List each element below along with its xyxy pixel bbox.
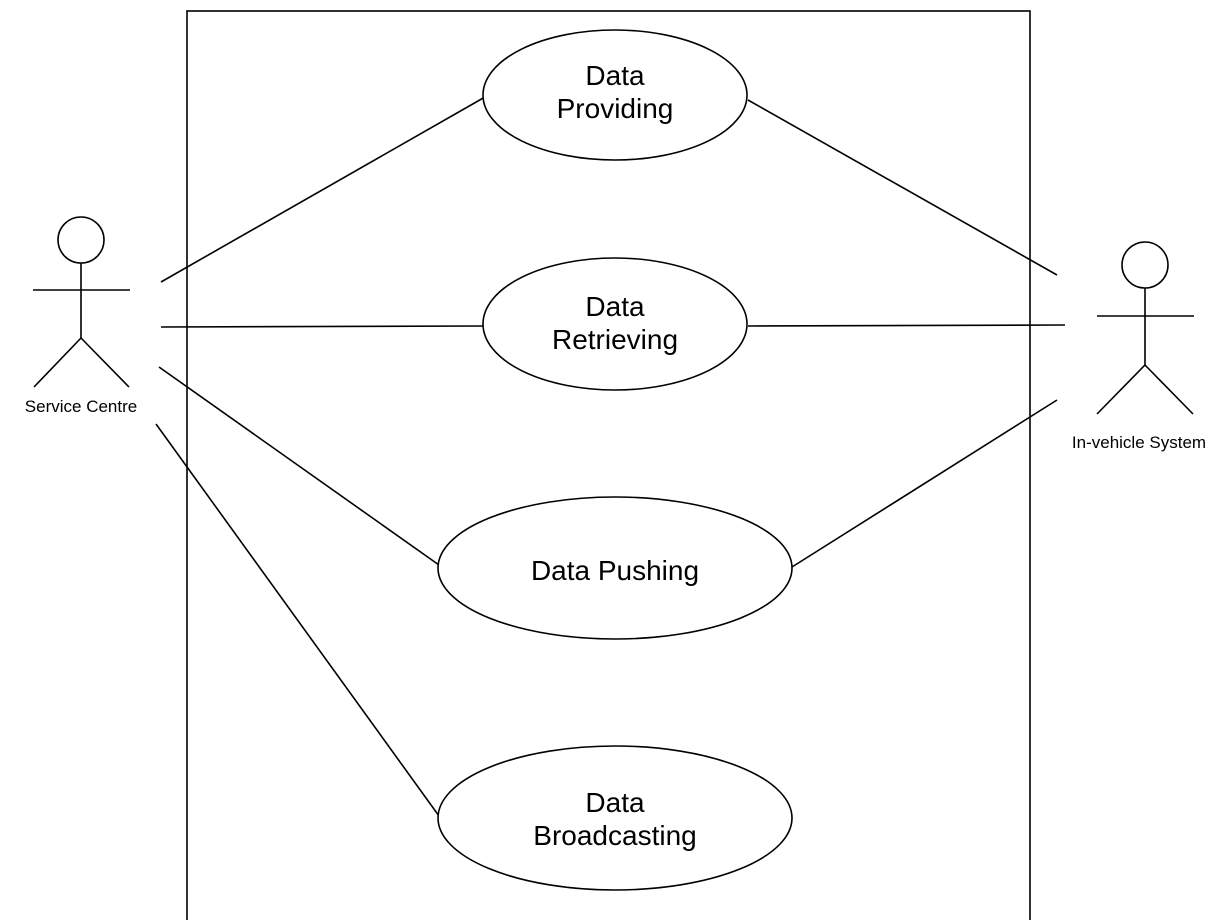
actor-service-centre-left-leg	[33, 337, 82, 388]
actor-in-vehicle-system[interactable]: In-vehicle System	[1072, 241, 1206, 452]
actor-in-vehicle-system-head	[1121, 241, 1169, 289]
association-service-centre-data-broadcasting	[155, 423, 440, 817]
use-case-data-retrieving-line2: Retrieving	[552, 324, 678, 355]
use-case-data-pushing[interactable]: Data Pushing	[437, 496, 793, 640]
use-case-data-providing-line2: Providing	[557, 93, 674, 124]
use-case-data-pushing-label: Data Pushing	[531, 555, 699, 586]
actor-service-centre-label: Service Centre	[25, 397, 137, 416]
association-service-centre-data-providing	[160, 96, 486, 283]
use-case-data-providing-line1: Data	[585, 60, 645, 91]
use-case-data-broadcasting-line1: Data	[585, 787, 645, 818]
actor-in-vehicle-system-label: In-vehicle System	[1072, 433, 1206, 452]
use-case-data-broadcasting-line2: Broadcasting	[533, 820, 696, 851]
use-case-data-retrieving[interactable]: Data Retrieving	[482, 257, 748, 391]
actor-service-centre-head	[57, 216, 105, 264]
association-in-vehicle-data-pushing	[791, 399, 1058, 568]
actor-in-vehicle-system-right-leg	[1144, 364, 1194, 415]
association-in-vehicle-data-retrieving	[747, 324, 1066, 327]
actor-service-centre[interactable]: Service Centre	[25, 216, 137, 416]
association-in-vehicle-data-providing	[747, 99, 1058, 276]
association-service-centre-data-pushing	[158, 366, 440, 566]
use-case-data-retrieving-line1: Data	[585, 291, 645, 322]
use-case-data-broadcasting[interactable]: Data Broadcasting	[437, 745, 793, 891]
association-service-centre-data-retrieving	[160, 325, 485, 328]
system-boundary	[186, 10, 1031, 920]
actor-service-centre-right-leg	[80, 337, 130, 388]
actor-in-vehicle-system-left-leg	[1096, 364, 1146, 415]
use-case-data-providing[interactable]: Data Providing	[482, 29, 748, 161]
